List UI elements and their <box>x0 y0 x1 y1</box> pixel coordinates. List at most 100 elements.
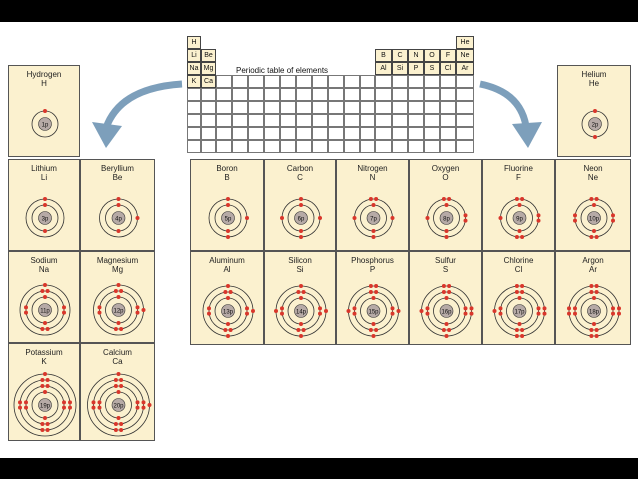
electron <box>116 416 121 420</box>
electron <box>498 306 503 311</box>
mini-empty-cell <box>328 88 344 101</box>
electron <box>592 322 596 326</box>
electron <box>514 197 519 201</box>
electron <box>97 305 102 310</box>
electron <box>97 400 102 405</box>
electron <box>43 283 47 287</box>
mini-empty-cell <box>201 127 216 140</box>
electron <box>536 306 541 311</box>
electron <box>441 290 446 294</box>
electron <box>589 328 594 332</box>
mini-cell-Li: Li <box>187 49 201 62</box>
electron <box>520 284 525 288</box>
electron <box>141 308 146 312</box>
electron <box>228 328 233 332</box>
electron <box>116 229 121 233</box>
electron <box>207 311 211 316</box>
electron <box>226 235 230 239</box>
mini-empty-cell <box>312 114 328 127</box>
mini-empty-cell <box>232 114 248 127</box>
electron <box>520 235 525 239</box>
electron <box>116 372 121 376</box>
electron-shell <box>19 379 71 431</box>
electron <box>251 309 255 313</box>
electron <box>447 284 452 288</box>
electron <box>441 284 446 288</box>
mini-empty-cell <box>344 140 360 153</box>
mini-empty-cell <box>375 140 392 153</box>
mini-empty-cell <box>232 140 248 153</box>
element-name: Silicon <box>288 256 312 265</box>
bohr-model-diagram: 20p <box>87 372 152 437</box>
electron <box>68 405 72 410</box>
mini-empty-cell <box>440 101 456 114</box>
electron <box>135 305 140 310</box>
electron <box>141 405 146 410</box>
electron <box>226 197 230 201</box>
electron <box>24 305 28 310</box>
electron <box>419 309 424 313</box>
electron <box>352 306 357 311</box>
nucleus <box>38 211 52 225</box>
electron-shell <box>25 385 65 425</box>
mini-empty-cell <box>280 140 296 153</box>
proton-count: 2p <box>592 123 599 129</box>
proton-count: 5p <box>225 217 232 223</box>
mini-empty-cell <box>456 88 474 101</box>
mini-empty-cell <box>456 140 474 153</box>
electron <box>589 284 594 288</box>
element-symbol: Mg <box>111 265 124 274</box>
electron <box>346 309 351 313</box>
nucleus <box>221 211 235 225</box>
electron <box>45 422 50 426</box>
mini-empty-cell <box>296 101 312 114</box>
mini-empty-cell <box>232 75 248 88</box>
mini-empty-cell <box>392 75 408 88</box>
electron <box>318 216 322 220</box>
mini-empty-cell <box>264 88 280 101</box>
mini-empty-cell <box>264 101 280 114</box>
mini-empty-cell <box>408 140 424 153</box>
element-name: Chlorine <box>503 256 534 265</box>
mini-empty-cell <box>296 127 312 140</box>
electron <box>45 384 50 388</box>
element-symbol: B <box>224 173 230 182</box>
electron <box>135 216 140 220</box>
mini-empty-cell <box>264 75 280 88</box>
electron <box>116 203 121 207</box>
electron <box>444 203 449 207</box>
electron <box>274 309 278 313</box>
element-symbol: Al <box>223 265 231 274</box>
mini-empty-cell <box>216 88 232 101</box>
electron <box>97 405 102 410</box>
electron <box>301 328 306 332</box>
mini-empty-cell <box>201 140 216 153</box>
electron <box>301 290 306 294</box>
periodic-table-title: Periodic table of elements <box>236 66 329 75</box>
electron-shell <box>99 385 138 425</box>
electron <box>113 428 118 432</box>
electron-shell <box>427 291 466 331</box>
mini-empty-cell <box>201 88 216 101</box>
proton-count: 9p <box>516 217 523 223</box>
electron-shell <box>281 291 321 331</box>
mini-empty-cell <box>248 114 264 127</box>
electron <box>592 203 596 207</box>
proton-count: 4p <box>115 217 122 223</box>
nucleus <box>111 211 126 225</box>
mini-empty-cell <box>232 88 248 101</box>
mini-cell-Cl: Cl <box>440 62 456 75</box>
proton-count: 18p <box>589 310 600 316</box>
mini-cell-S: S <box>424 62 440 75</box>
bohr-model-diagram: 18p <box>567 284 621 338</box>
electron <box>444 322 449 326</box>
mini-empty-cell <box>344 101 360 114</box>
electron <box>280 306 284 311</box>
mini-empty-cell <box>216 101 232 114</box>
electron <box>113 422 118 426</box>
